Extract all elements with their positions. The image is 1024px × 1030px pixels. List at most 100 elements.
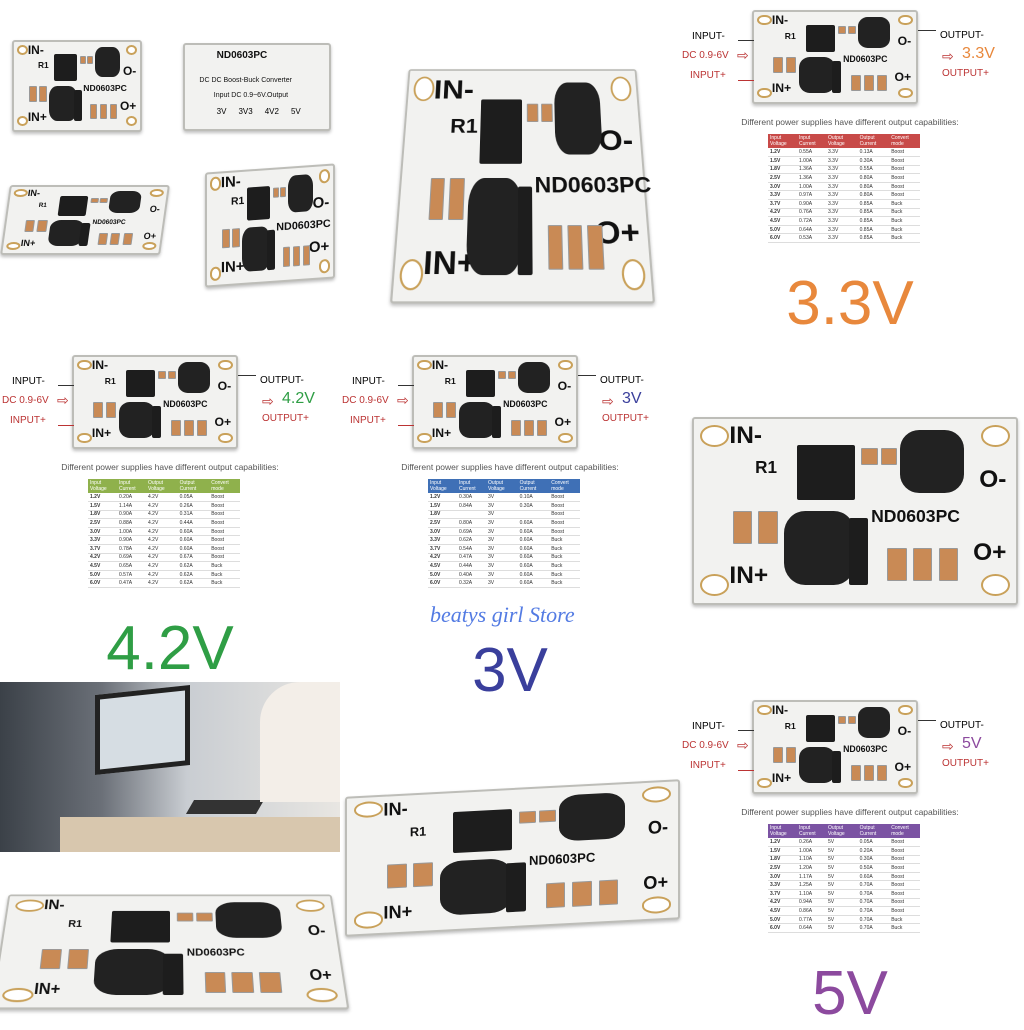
ic-chip — [479, 99, 523, 164]
table-cell: 3.3V — [768, 190, 798, 201]
model-label: ND0603PC — [871, 506, 961, 527]
table-cell: 0.62A — [177, 578, 210, 589]
inductor — [517, 362, 551, 393]
inductor — [857, 707, 891, 738]
pin-label-in-minus: IN- — [220, 173, 241, 192]
table-cell: 1.5V — [768, 846, 798, 856]
capacitor — [572, 881, 592, 907]
table-cell: 4.5V — [88, 561, 118, 571]
table-header-cell: Output Voltage — [826, 824, 858, 838]
capacitor — [519, 810, 536, 824]
table-cell: 5V — [826, 872, 858, 882]
inductor — [119, 402, 155, 438]
table-cell: Buck — [549, 535, 580, 546]
table-cell: 3V — [486, 544, 518, 554]
capacitor — [89, 103, 98, 120]
table-header-cell: Output Voltage — [826, 134, 858, 148]
input-minus-label: INPUT- — [352, 376, 385, 387]
table-cell: 1.20A — [797, 863, 827, 873]
table-cell: 0.60A — [517, 578, 550, 589]
mounting-hole — [218, 359, 233, 371]
capacitor — [259, 971, 282, 993]
table-cell: 0.60A — [517, 561, 550, 571]
wire-input-plus — [738, 80, 754, 81]
table-cell: 1.5V — [428, 501, 458, 511]
capacitor — [428, 177, 446, 220]
capacitor — [99, 103, 108, 120]
output-plus-label: OUTPUT+ — [262, 413, 309, 424]
table-cell: Buck — [549, 561, 580, 571]
table-cell: 0.64A — [797, 923, 827, 934]
table-cell: Boost — [889, 906, 920, 916]
model-label: ND0603PC — [163, 399, 208, 410]
table-cell: Buck — [889, 915, 920, 925]
table-cell: 0.97A — [797, 190, 827, 201]
table-cell: 1.14A — [117, 501, 147, 511]
table-header-cell: Output Current — [517, 479, 550, 493]
table-cell: Boost — [549, 527, 580, 537]
mounting-hole — [700, 424, 730, 447]
table-header-cell: Input Current — [797, 824, 827, 838]
table-cell: 3.3V — [826, 148, 858, 158]
mounting-hole — [0, 988, 35, 1003]
pin-label-in-minus: IN- — [729, 421, 762, 449]
inductor — [799, 747, 835, 783]
table-cell: 0.57A — [117, 570, 147, 580]
inductor — [784, 511, 855, 585]
ic-chip — [125, 369, 155, 397]
table-cell: 3.3V — [428, 535, 458, 546]
table-cell: Boost — [209, 544, 240, 554]
table-cell: 0.69A — [457, 527, 487, 537]
capacitor — [97, 233, 109, 246]
inductor — [242, 225, 270, 272]
capacitor — [938, 547, 959, 581]
table-header-cell: Input Voltage — [428, 479, 458, 493]
table-cell: 3.3V — [826, 156, 858, 166]
table-cell: 3.7V — [428, 544, 458, 554]
table-cell: 5V — [826, 855, 858, 865]
wire-output — [918, 720, 936, 721]
mounting-hole — [218, 432, 233, 444]
table-cell: 6.0V — [768, 233, 798, 244]
table-cell: 0.86A — [797, 906, 827, 916]
table-cell: Boost — [209, 527, 240, 537]
capacitor — [195, 912, 213, 922]
table-cell: 6.0V — [88, 578, 118, 589]
pin-label-in-minus: IN- — [771, 702, 789, 717]
pin-label-out-minus: O- — [312, 193, 330, 212]
table-cell: 0.60A — [517, 535, 550, 546]
table-cell: 3.3V — [826, 225, 858, 235]
table-cell: 0.50A — [857, 863, 890, 873]
capacitor — [786, 747, 797, 764]
capacitor — [272, 187, 279, 198]
mounting-hole — [412, 76, 435, 102]
r1-label: R1 — [67, 918, 83, 930]
table-header-cell: Input Current — [457, 479, 487, 493]
table-cell: Buck — [889, 923, 920, 934]
mounting-hole — [558, 359, 573, 371]
inductor — [287, 173, 313, 214]
mounting-hole — [14, 899, 45, 912]
table-cell: 3V — [486, 527, 518, 537]
diode — [74, 89, 83, 122]
capacitor — [184, 420, 194, 437]
table-cell: 0.05A — [177, 493, 210, 503]
pin-label-out-plus: O+ — [308, 967, 333, 984]
table-cell: 5.0V — [768, 225, 798, 235]
table-cell: 0.90A — [117, 535, 147, 546]
table-cell: 0.70A — [857, 889, 890, 899]
capacitor — [87, 56, 94, 64]
table-cell: 0.60A — [857, 872, 890, 882]
spec-label: Input DC 0.9~6V.Output — [213, 92, 289, 100]
table-cell: 1.00A — [797, 846, 827, 856]
wire-input-minus — [58, 385, 74, 386]
model-label: ND0603PC — [276, 218, 331, 234]
table-cell: 3V — [486, 518, 518, 528]
